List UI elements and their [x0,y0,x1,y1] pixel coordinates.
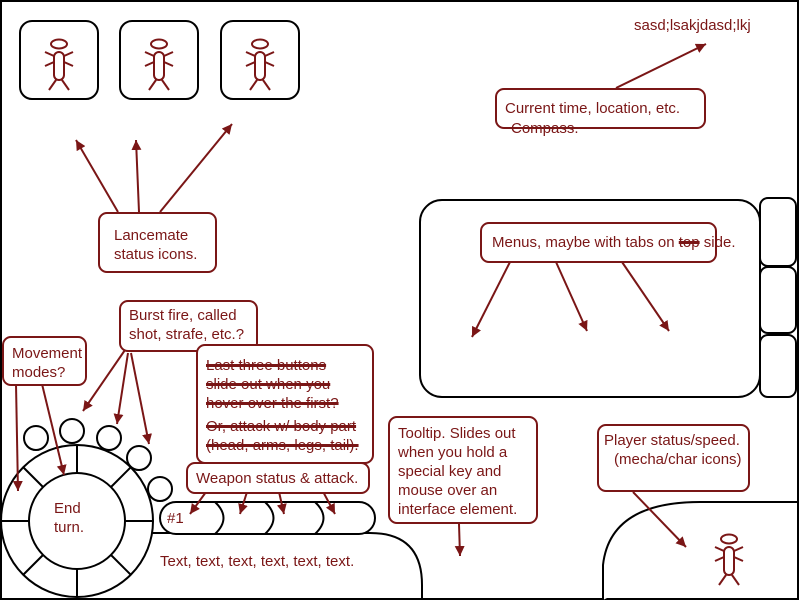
note-menus-struck-text: top [678,234,700,251]
mode-button-2[interactable] [59,418,85,444]
note-tooltip-line: mouse over an [398,482,498,499]
text-log-bar [100,532,423,600]
note-burst-line: Burst fire, called [129,307,237,324]
mode-button-3[interactable] [96,425,122,451]
end-turn-line: turn. [54,519,85,536]
note-compass-text: Compass. [511,120,579,137]
note-struck-buttons: Last three buttons slide out when you ho… [196,344,374,464]
note-struck-line: (head, arms, legs, tail). [206,437,359,454]
note-struck-line: Last three buttons [206,357,327,374]
menu-tab-2[interactable] [759,266,797,334]
note-struck-line: hover over the first? [206,395,339,412]
note-burst-line: shot, strafe, etc.? [129,326,245,343]
note-tooltip-line: Tooltip. Slides out [398,425,516,442]
mode-button-1[interactable] [23,425,49,451]
lancemate-icon-3[interactable] [220,20,300,100]
note-movement-line: modes? [12,364,66,381]
weapon-slot-divider [264,501,275,535]
note-movement-modes: Movement modes? [2,336,87,386]
note-tooltip-line: interface element. [398,501,518,518]
note-player-line: Player status/speed. [604,432,740,449]
note-lancemate-line: Lancemate [114,227,189,244]
weapon-slot-1-label: #1 [167,510,184,527]
note-burst-fire: Burst fire, called shot, strafe, etc.? [119,300,258,352]
note-player-status: Player status/speed. (mecha/char icons) [597,424,750,492]
mode-button-5[interactable] [147,476,173,502]
movement-dial[interactable] [0,444,154,598]
menu-tab-1[interactable] [759,197,797,267]
note-tooltip-line: when you hold a [398,444,508,461]
note-current-time-text: Current time, location, etc. [505,100,681,117]
weapon-slot-divider [214,501,225,535]
note-menus: Menus, maybe with tabs on top side. [480,222,735,263]
note-current-time: Current time, location, etc. Compass. [495,88,706,137]
end-turn-line: End [54,500,81,517]
note-menus-text: Menus, maybe with tabs on [492,234,675,251]
weapon-slot-divider [314,501,325,535]
note-lancemate-line: status icons. [114,246,198,263]
note-menus-end-text: side. [703,234,736,251]
note-tooltip: Tooltip. Slides out when you hold a spec… [388,416,538,524]
mode-button-4[interactable] [126,445,152,471]
note-player-line: (mecha/char icons) [614,451,742,468]
note-struck-line: slide out when you [206,376,331,393]
note-weapon-status: Weapon status & attack. [186,462,370,494]
note-tooltip-line: special key and [398,463,502,480]
note-weapon-text: Weapon status & attack. [196,470,359,487]
note-struck-line: Or, attack w/ body part [206,418,357,435]
note-lancemate-status: Lancemate status icons. [98,212,217,273]
note-movement-line: Movement [12,345,83,362]
end-turn-label[interactable]: End turn. [54,499,84,537]
text-log-content: Text, text, text, text, text, text. [160,553,355,570]
player-status-panel[interactable] [602,501,799,600]
lancemate-icon-1[interactable] [19,20,99,100]
corner-placeholder-text: sasd;lsakjdasd;lkj [634,17,751,34]
weapon-slots[interactable] [159,501,376,535]
menu-tab-3[interactable] [759,334,797,398]
lancemate-icon-2[interactable] [119,20,199,100]
